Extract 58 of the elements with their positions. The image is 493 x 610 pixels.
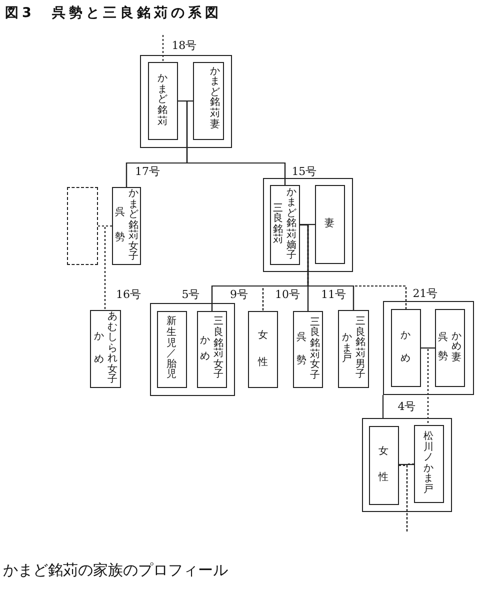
person-label: 三良銘苅男子: [355, 317, 366, 381]
person-name: 呉勢: [114, 206, 125, 245]
tomb-number: 10号: [275, 289, 300, 301]
dotted-lineage-line: [104, 225, 112, 310]
placeholder-box: [67, 187, 98, 265]
person-label: かまど銘苅妻: [208, 66, 220, 132]
figure-title: 図3 呉勢と三良銘苅の系図: [5, 4, 222, 22]
person-name: 呉勢: [438, 331, 448, 364]
person-box: [196, 310, 227, 388]
person-label: 女性: [378, 444, 389, 486]
person-label: 新生児／胎児: [166, 317, 177, 381]
person-box: [112, 187, 141, 265]
person-name: 三良銘苅: [272, 204, 284, 246]
tomb-number: 9号: [230, 289, 248, 301]
tomb-number: 16号: [116, 289, 141, 301]
person-label: 女性: [258, 328, 268, 370]
person-name: かめ: [200, 334, 210, 364]
person-box: [248, 311, 278, 388]
person-box: [148, 62, 178, 140]
person-box: [270, 184, 300, 265]
dotted-lineage-line: [427, 347, 435, 425]
person-label: かめ: [400, 329, 411, 366]
person-label: 三良銘苅女子: [213, 317, 224, 381]
lineage-line: [382, 395, 384, 418]
person-name: かま戸: [342, 333, 352, 365]
dotted-lineage-line: [406, 463, 414, 533]
tomb-number: 15号: [292, 166, 317, 178]
dotted-lineage-line: [162, 35, 164, 62]
tomb-number: 11号: [321, 289, 346, 301]
lineage-line: [421, 347, 435, 349]
person-box: [90, 310, 121, 388]
person-label: かまど銘苅女子: [128, 188, 138, 264]
person-name: かめ: [94, 330, 104, 367]
person-box: [314, 184, 345, 264]
tomb-number: 17号: [135, 166, 160, 178]
person-label: かまど銘苅: [157, 74, 168, 128]
tomb-number: 21号: [412, 288, 438, 300]
person-box: [338, 310, 369, 388]
tomb-number: 5号: [182, 288, 200, 301]
person-box: [293, 311, 323, 388]
person-box: [368, 426, 399, 505]
person-label: あむしられ女子: [107, 312, 118, 386]
person-label: 妻: [324, 218, 335, 230]
person-box: [414, 424, 444, 503]
person-name: 呉勢: [296, 330, 306, 368]
dotted-lineage-line: [399, 464, 408, 533]
person-label: かめ妻: [451, 332, 462, 364]
person-box: [434, 308, 465, 387]
person-box: [390, 308, 421, 387]
person-box: [192, 62, 224, 140]
tomb-number: 18号: [172, 40, 197, 52]
person-label: 三良銘苅女子: [310, 318, 320, 382]
person-box: [156, 310, 187, 388]
tomb-number: 4号: [398, 400, 416, 413]
lineage-line: [399, 464, 414, 466]
section-heading: かまど銘苅の家族のプロフィール: [3, 561, 228, 579]
person-label: 松川ノかま戸: [423, 432, 434, 496]
person-label: かまど銘苅嫡子: [286, 188, 297, 262]
